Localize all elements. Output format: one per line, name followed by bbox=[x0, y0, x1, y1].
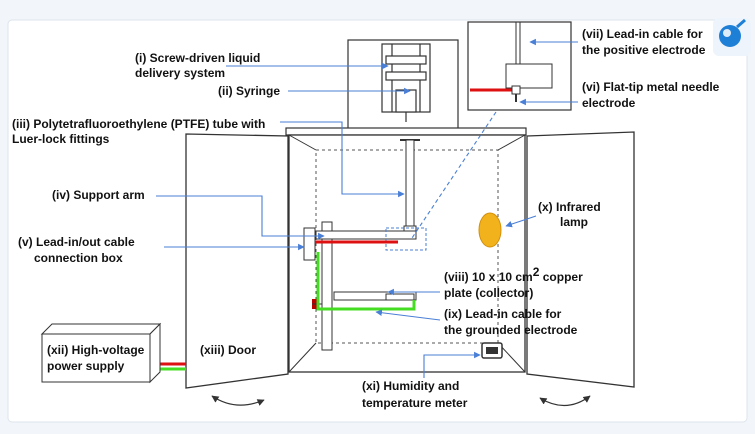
needle-target-box bbox=[385, 227, 427, 251]
label-xi-cont: temperature meter bbox=[362, 396, 468, 410]
label-xiii: (xiii) Door bbox=[200, 343, 256, 357]
label-i: (i) Screw-driven liquid bbox=[135, 51, 260, 65]
support-arm bbox=[315, 221, 417, 351]
syringe-rod bbox=[400, 139, 420, 235]
label-vii: (vii) Lead-in cable for bbox=[582, 27, 703, 41]
label-iii-cont: Luer-lock fittings bbox=[12, 132, 110, 146]
infrared-lamp-icon bbox=[478, 212, 502, 248]
label-vi-cont: electrode bbox=[582, 96, 636, 110]
label-v: (v) Lead-in/out cable bbox=[18, 235, 135, 249]
high-voltage-power-supply bbox=[40, 322, 162, 384]
label-xi: (xi) Humidity and bbox=[362, 379, 459, 393]
label-xii-cont: power supply bbox=[47, 359, 125, 373]
label-i-cont: delivery system bbox=[135, 66, 225, 80]
label-vi: (vi) Flat-tip metal needle bbox=[582, 80, 720, 94]
label-v-cont: connection box bbox=[34, 251, 123, 265]
connection-box bbox=[303, 227, 316, 261]
label-ii: (ii) Syringe bbox=[218, 84, 280, 98]
label-xii: (xii) High-voltage bbox=[47, 343, 145, 357]
ground-cable bbox=[316, 252, 416, 311]
label-viii-cont: plate (collector) bbox=[444, 286, 533, 300]
needle-inset bbox=[467, 21, 572, 111]
label-viii: (viii) 10 x 10 cm2 copper bbox=[444, 265, 583, 284]
label-x: (x) Infrared bbox=[538, 200, 601, 214]
label-ix: (ix) Lead-in cable for bbox=[444, 307, 562, 321]
label-x-cont: lamp bbox=[560, 215, 588, 229]
leader-lines bbox=[156, 38, 578, 378]
screw-driven-pump bbox=[347, 39, 459, 133]
cabinet-top-plate bbox=[285, 127, 527, 136]
copper-plate-collector bbox=[385, 293, 415, 301]
label-ix-cont: the grounded electrode bbox=[444, 323, 578, 337]
label-iv: (iv) Support arm bbox=[52, 188, 145, 202]
label-vii-cont: the positive electrode bbox=[582, 43, 706, 57]
curved-double-arrow-icon bbox=[211, 395, 265, 406]
magnifier-badge-icon bbox=[713, 18, 751, 56]
curved-double-arrow-icon bbox=[539, 395, 591, 407]
right-door bbox=[526, 131, 635, 388]
label-iii: (iii) Polytetrafluoroethylene (PTFE) tub… bbox=[12, 117, 265, 131]
